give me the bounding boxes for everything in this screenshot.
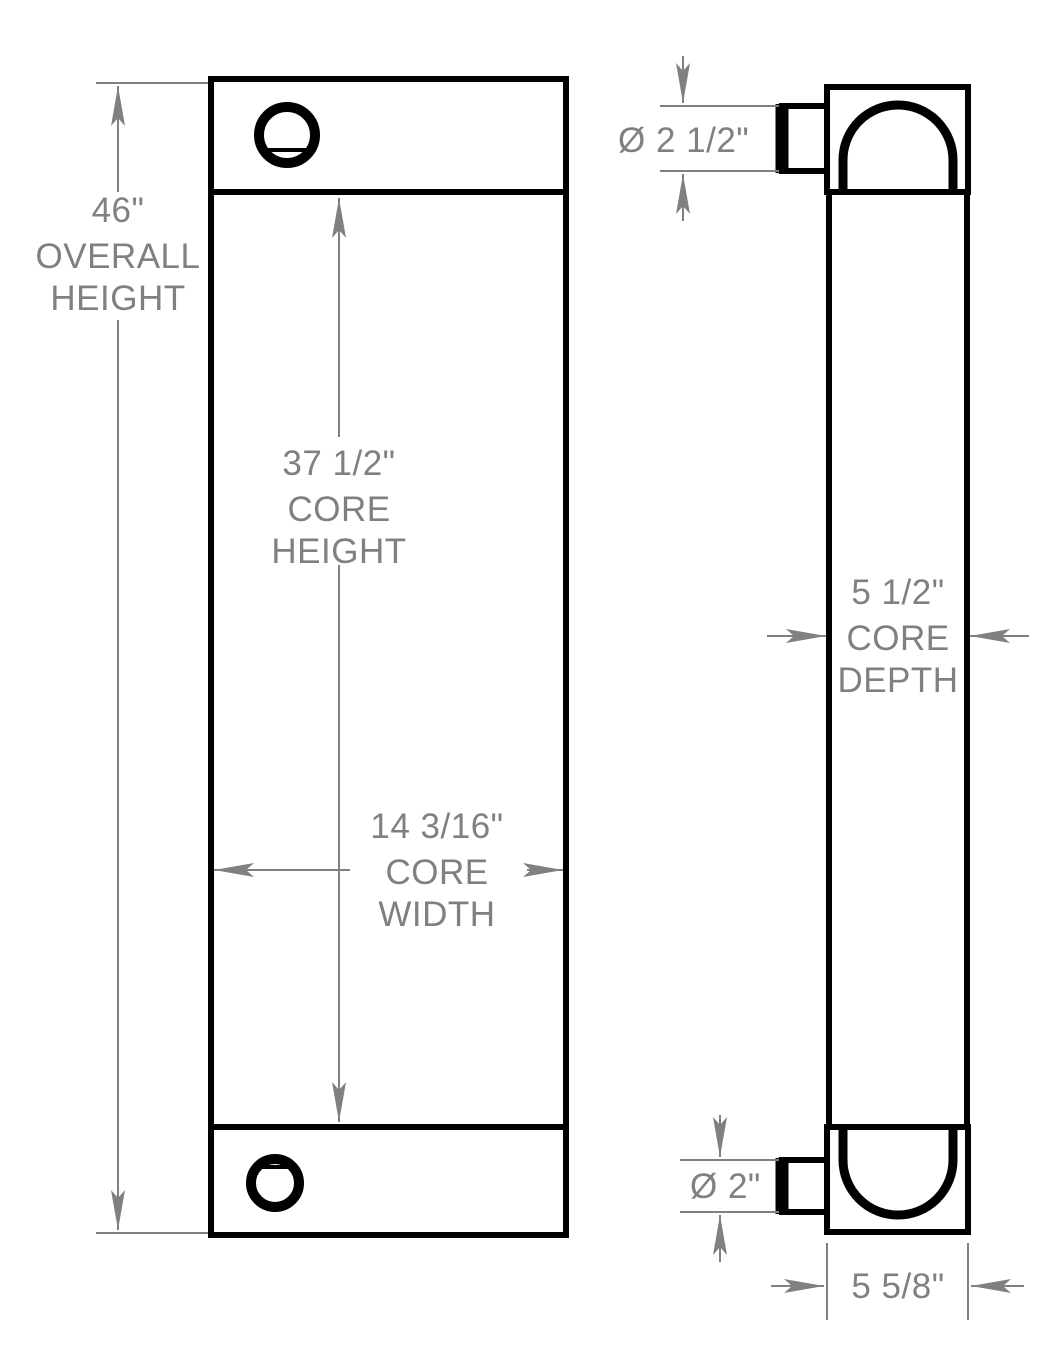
overall-height-arrow-top bbox=[111, 86, 125, 126]
top-tank-dome bbox=[838, 100, 958, 192]
core-depth-arrow-left bbox=[786, 629, 826, 643]
core-height-arrow-bottom bbox=[332, 1082, 346, 1122]
inlet-pipe-stub bbox=[779, 103, 830, 174]
core-height-arrow-top bbox=[332, 198, 346, 238]
overall-height-value: 46" bbox=[92, 191, 145, 230]
core-height-dimension: 37 1/2" CORE HEIGHT bbox=[271, 198, 406, 1122]
front-view bbox=[208, 76, 569, 1238]
core-width-dimension: 14 3/16" CORE WIDTH bbox=[214, 807, 563, 934]
core-width-arrow-right bbox=[523, 863, 563, 877]
outlet-dia-arrow-top bbox=[713, 1117, 727, 1157]
side-view bbox=[775, 84, 971, 1235]
core-height-label-2: HEIGHT bbox=[271, 532, 406, 571]
core-depth-arrow-right bbox=[970, 629, 1010, 643]
core-height-label-1: CORE bbox=[287, 490, 390, 529]
outlet-diameter-dimension: Ø 2" bbox=[680, 1115, 779, 1262]
front-core-body bbox=[208, 189, 569, 1130]
drain-port-circle bbox=[246, 1154, 304, 1212]
front-bottom-tank bbox=[208, 1124, 569, 1238]
overall-height-label-1: OVERALL bbox=[36, 237, 201, 276]
core-width-label-1: CORE bbox=[385, 853, 488, 892]
inlet-diameter-dimension: Ø 2 1/2" bbox=[618, 56, 779, 221]
core-depth-dimension: 5 1/2" CORE DEPTH bbox=[767, 573, 1029, 700]
core-height-value: 37 1/2" bbox=[282, 444, 395, 483]
outlet-diameter-value: Ø 2" bbox=[690, 1167, 761, 1206]
inlet-dia-arrow-top bbox=[676, 63, 690, 103]
side-core-body bbox=[826, 189, 970, 1130]
overall-depth-value: 5 5/8" bbox=[851, 1267, 944, 1306]
overall-depth-arrow-right bbox=[971, 1279, 1011, 1293]
overall-depth-arrow-left bbox=[784, 1279, 824, 1293]
core-depth-label-1: CORE bbox=[846, 619, 949, 658]
overall-height-arrow-bottom bbox=[111, 1190, 125, 1230]
core-width-value: 14 3/16" bbox=[370, 807, 503, 846]
filler-neck-circle bbox=[254, 102, 320, 168]
overall-height-dimension: 46" OVERALL HEIGHT bbox=[36, 82, 208, 1234]
overall-depth-dimension: 5 5/8" bbox=[771, 1243, 1024, 1320]
core-depth-label-2: DEPTH bbox=[837, 661, 958, 700]
front-top-tank bbox=[208, 76, 569, 195]
inlet-diameter-value: Ø 2 1/2" bbox=[618, 121, 749, 160]
core-depth-value: 5 1/2" bbox=[851, 573, 944, 612]
overall-height-label-2: HEIGHT bbox=[50, 279, 185, 318]
bottom-tank-u-shape bbox=[838, 1127, 958, 1220]
outlet-dia-arrow-bottom bbox=[713, 1215, 727, 1255]
core-width-arrow-left bbox=[214, 863, 254, 877]
outlet-pipe-stub bbox=[779, 1157, 830, 1215]
inlet-dia-arrow-bottom bbox=[676, 174, 690, 214]
core-width-label-2: WIDTH bbox=[378, 895, 495, 934]
